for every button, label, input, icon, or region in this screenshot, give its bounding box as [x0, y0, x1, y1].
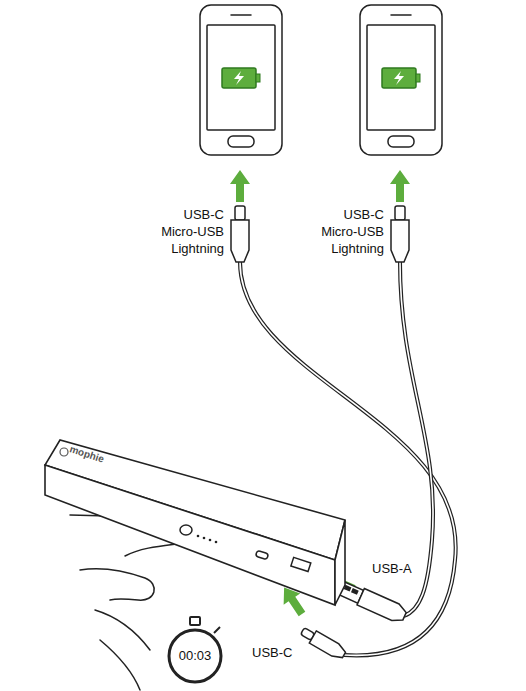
stopwatch: 00:03: [166, 627, 224, 685]
usb-c-plug: [299, 625, 348, 661]
power-bank: mophie: [40, 430, 360, 615]
cables: [240, 262, 456, 655]
connector-types: USB-C Micro-USB Lightning: [310, 206, 384, 257]
connector-types: USB-C Micro-USB Lightning: [150, 206, 224, 257]
usb-a-plug: [337, 580, 408, 625]
port-label: USB-A: [372, 560, 432, 577]
port-label: USB-C: [252, 644, 312, 661]
phone-plugs: [231, 206, 409, 262]
phone-left: [200, 5, 282, 155]
phone-right: [360, 5, 442, 155]
timer-readout: 00:03: [166, 627, 224, 685]
